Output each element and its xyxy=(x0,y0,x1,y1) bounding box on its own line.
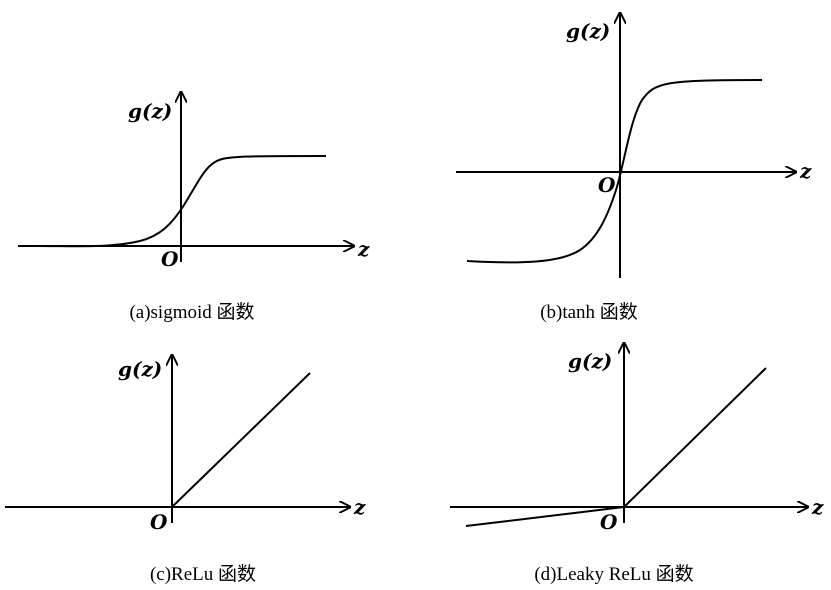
panel-caption: (d)Leaky ReLu 函数 xyxy=(534,563,693,585)
panel-leaky-relu: g(z) z O (d)Leaky ReLu 函数 xyxy=(450,343,824,585)
y-axis-label: g(z) xyxy=(128,99,172,123)
y-axis-label: g(z) xyxy=(568,349,612,373)
leaky-relu-curve xyxy=(465,367,767,527)
panel-tanh: g(z) z O (b)tanh 函数 xyxy=(456,13,812,323)
panel-caption: (b)tanh 函数 xyxy=(540,301,638,323)
x-axis-label: z xyxy=(353,495,366,519)
relu-curve xyxy=(171,372,311,508)
panel-caption: (c)ReLu 函数 xyxy=(150,563,256,585)
panel-sigmoid: g(z) z O (a)sigmoid 函数 xyxy=(18,92,370,323)
origin-label: O xyxy=(598,173,616,197)
y-axis-label: g(z) xyxy=(118,357,162,381)
sigmoid-curve xyxy=(35,155,327,248)
tanh-curve xyxy=(466,79,763,264)
origin-label: O xyxy=(150,510,168,534)
y-axis-label: g(z) xyxy=(566,19,610,43)
x-axis-label: z xyxy=(811,495,824,519)
panel-relu: g(z) z O (c)ReLu 函数 xyxy=(5,355,366,585)
panel-caption: (a)sigmoid 函数 xyxy=(129,301,254,323)
x-axis-label: z xyxy=(357,237,370,261)
origin-label: O xyxy=(161,247,179,271)
origin-label: O xyxy=(600,510,618,534)
x-axis-label: z xyxy=(799,159,812,183)
